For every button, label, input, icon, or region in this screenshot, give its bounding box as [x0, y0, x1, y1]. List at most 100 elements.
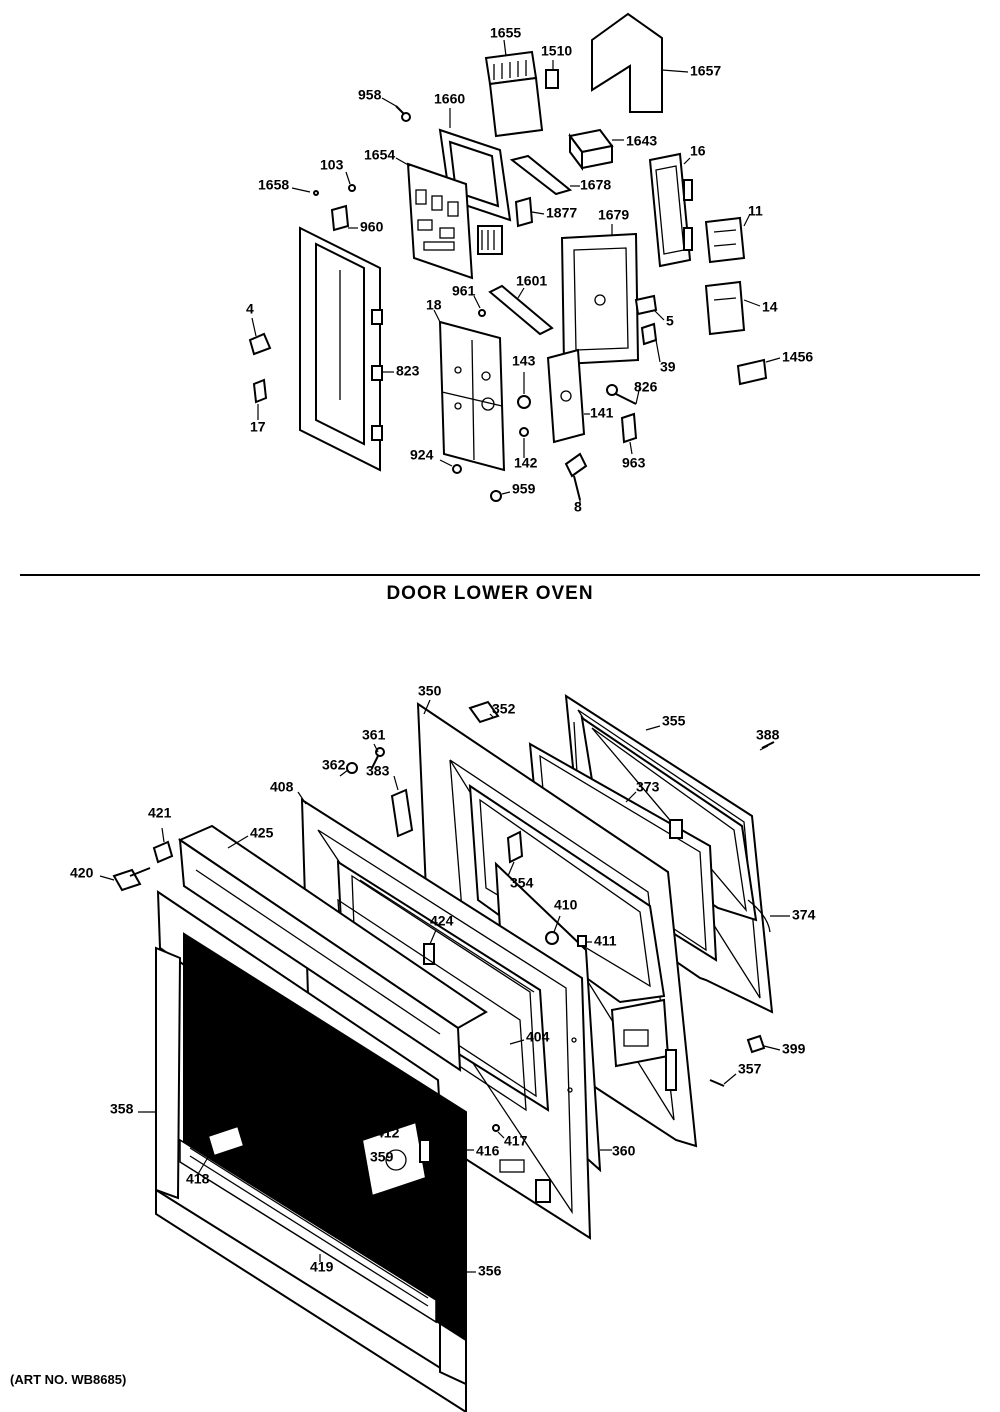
label-141: 141 [590, 405, 614, 421]
part-417 [492, 1124, 500, 1132]
label-416: 416 [476, 1143, 500, 1159]
part-352 [468, 700, 500, 724]
part-960-clip [330, 204, 350, 232]
part-17 [252, 378, 268, 404]
label-959: 959 [512, 481, 536, 497]
label-1658: 1658 [258, 177, 289, 193]
part-411 [577, 935, 587, 947]
label-362: 362 [322, 757, 346, 773]
label-361: 361 [362, 727, 386, 743]
part-142 [519, 427, 529, 437]
label-826: 826 [634, 379, 658, 395]
part-103 [348, 184, 356, 192]
part-419-trim [179, 1138, 437, 1324]
label-103: 103 [320, 157, 344, 173]
part-1678-bar [509, 154, 573, 196]
label-1678: 1678 [580, 177, 611, 193]
part-418 [206, 1124, 246, 1158]
part-963 [620, 412, 638, 444]
label-352: 352 [492, 701, 516, 717]
part-1643-transformer [568, 128, 614, 171]
label-143: 143 [512, 353, 536, 369]
label-1679: 1679 [598, 207, 629, 223]
part-410 [545, 931, 559, 945]
label-142: 142 [514, 455, 538, 471]
label-418: 418 [186, 1171, 210, 1187]
upper-parts-drawing [248, 12, 768, 502]
label-1643: 1643 [626, 133, 657, 149]
label-355: 355 [662, 713, 686, 729]
label-39: 39 [660, 359, 676, 375]
label-1660: 1660 [434, 91, 465, 107]
label-357: 357 [738, 1061, 762, 1077]
part-959 [490, 490, 502, 502]
label-410: 410 [554, 897, 578, 913]
label-958: 958 [358, 87, 382, 103]
part-425-vent-trim [177, 824, 488, 1072]
part-362 [346, 762, 358, 774]
label-404: 404 [526, 1029, 550, 1045]
label-18: 18 [426, 297, 442, 313]
part-356-glass [183, 932, 467, 1342]
label-408: 408 [270, 779, 294, 795]
lower-parts-drawing [112, 694, 775, 1412]
label-960: 960 [360, 219, 384, 235]
label-424: 424 [430, 913, 454, 929]
part-823-frame [299, 226, 383, 472]
label-1657: 1657 [690, 63, 721, 79]
part-924 [452, 464, 462, 474]
label-350: 350 [418, 683, 442, 699]
label-14: 14 [762, 299, 778, 315]
section-title: DOOR LOWER OVEN [386, 583, 593, 604]
label-389: 359 [370, 1149, 394, 1165]
part-383 [390, 788, 414, 838]
label-388: 388 [756, 727, 780, 743]
upper-leader-lines [251, 39, 781, 504]
label-356: 356 [478, 1263, 502, 1279]
part-374 [747, 899, 771, 933]
label-5: 5 [666, 313, 674, 329]
part-143 [517, 395, 531, 409]
part-424 [423, 943, 435, 965]
label-17: 17 [250, 419, 266, 435]
part-5 [634, 294, 658, 316]
part-1601-bar [488, 284, 554, 336]
part-1456 [736, 358, 768, 386]
label-411: 411 [594, 933, 617, 949]
part-1655-relay-board [484, 50, 544, 138]
label-399: 399 [782, 1041, 806, 1057]
label-8: 8 [574, 499, 582, 515]
lower-part-labels: 350 352 355 388 361 362 408 383 373 421 … [70, 683, 816, 1279]
label-1456: 1456 [782, 349, 813, 365]
part-1658 [313, 190, 319, 196]
part-826 [606, 384, 637, 405]
label-419: 419 [310, 1259, 334, 1275]
part-361 [371, 747, 385, 769]
label-1510: 1510 [541, 43, 572, 59]
label-374: 374 [792, 907, 816, 923]
label-963: 963 [622, 455, 646, 471]
label-4: 4 [246, 301, 254, 317]
label-420: 420 [70, 865, 94, 881]
label-1654: 1654 [364, 147, 395, 163]
label-1877: 1877 [546, 205, 577, 221]
part-1877 [514, 196, 534, 228]
label-360: 360 [612, 1143, 636, 1159]
part-39 [640, 322, 658, 346]
label-425: 425 [250, 825, 274, 841]
label-412: 412 [376, 1125, 400, 1141]
label-924: 924 [410, 447, 434, 463]
part-388 [761, 741, 775, 749]
part-420 [112, 867, 151, 892]
label-383: 383 [366, 763, 390, 779]
part-1654-control-board [406, 162, 503, 280]
part-421 [152, 840, 174, 864]
upper-part-labels: 1655 1510 1657 958 1660 1643 16 103 1654… [246, 25, 813, 515]
part-11 [704, 216, 746, 264]
part-399 [746, 1034, 766, 1054]
part-18-panel [438, 320, 506, 472]
label-823: 823 [396, 363, 420, 379]
label-11: 11 [748, 203, 763, 219]
part-141 [546, 348, 586, 444]
